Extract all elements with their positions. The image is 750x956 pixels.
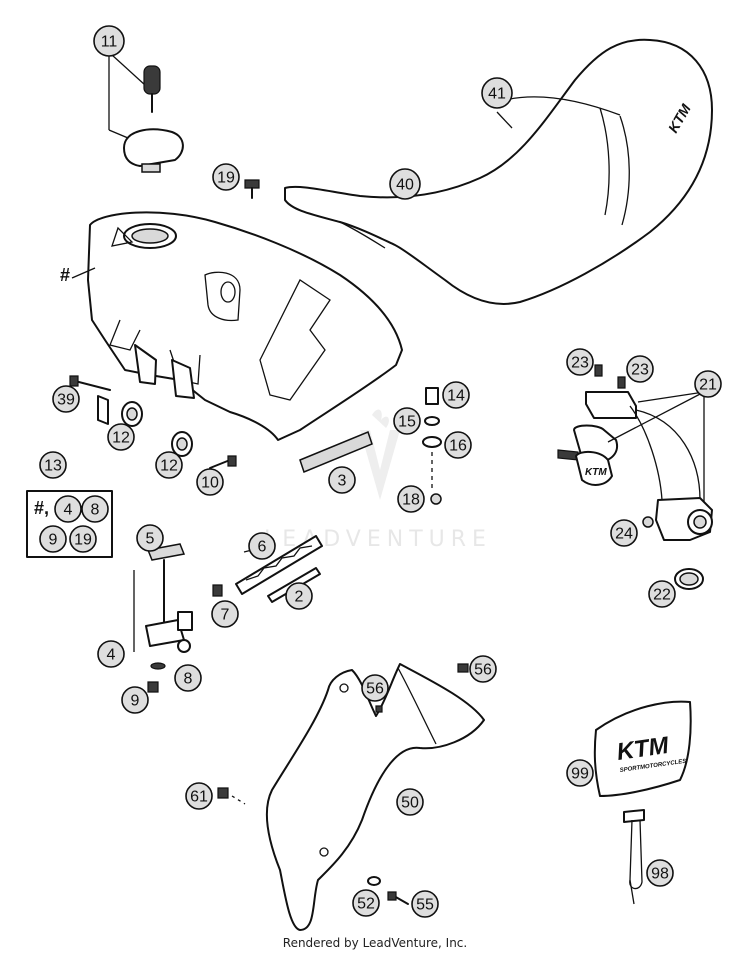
side-cover <box>217 663 485 931</box>
callout-39: 39 <box>52 385 80 413</box>
screw-19-top <box>244 179 260 199</box>
callout-8: 8 <box>174 664 202 692</box>
callout-24: 24 <box>610 519 638 547</box>
callout-label: 11 <box>101 34 118 51</box>
callout-label: 24 <box>615 526 633 543</box>
callout-10: 10 <box>196 468 224 496</box>
callout-13: 13 <box>39 451 67 479</box>
callout-label: 8 <box>184 671 193 688</box>
fuel-tap-assembly <box>133 543 223 693</box>
callout-40: 40 <box>389 168 421 200</box>
callout-7: 7 <box>211 600 239 628</box>
callout-label: 98 <box>651 866 669 883</box>
callout-16: 16 <box>444 431 472 459</box>
callout-label: 3 <box>338 473 347 490</box>
callout-label: 18 <box>402 492 420 509</box>
callout-label: 55 <box>416 897 434 914</box>
callout-12: 12 <box>107 423 135 451</box>
callout-61: 61 <box>185 782 213 810</box>
callout-label: 50 <box>401 795 419 812</box>
tank-mount-hardware <box>69 375 237 469</box>
ignition-lock-assembly: KTM <box>557 364 713 590</box>
fuel-hoses <box>235 535 323 603</box>
ktm-plate: KTM SPORTMOTORCYCLES <box>593 700 692 797</box>
callout-label: 39 <box>57 392 75 409</box>
callout-label: 4 <box>107 647 116 664</box>
callout-3: 3 <box>328 466 356 494</box>
callout-6: 6 <box>248 532 276 560</box>
callout-label: 40 <box>396 177 414 194</box>
rubber-pad-3 <box>299 431 373 473</box>
callout-19: 19 <box>212 163 240 191</box>
callout-label: 23 <box>571 355 589 372</box>
callout-9: 9 <box>39 525 67 553</box>
callout-41: 41 <box>481 77 513 109</box>
screw-washer-stack <box>422 387 442 505</box>
callout-19: 19 <box>69 525 97 553</box>
callout-label: 23 <box>631 362 649 379</box>
callout-label: 4 <box>64 502 73 519</box>
fuel-cap-with-key <box>108 52 184 173</box>
callout-label: 56 <box>474 662 492 679</box>
callout-label: 12 <box>160 458 178 475</box>
callout-23: 23 <box>626 355 654 383</box>
callout-label: 2 <box>295 589 304 606</box>
callout-label: 22 <box>653 587 671 604</box>
callout-52: 52 <box>352 889 380 917</box>
callout-23: 23 <box>566 348 594 376</box>
callout-label: 9 <box>49 532 58 549</box>
callout-5: 5 <box>136 524 164 552</box>
callout-4: 4 <box>54 495 82 523</box>
callout-label: 19 <box>74 532 92 549</box>
callout-21: 21 <box>694 370 722 398</box>
callout-label: 14 <box>447 388 465 405</box>
callout-label: 16 <box>449 438 467 455</box>
callout-15: 15 <box>393 407 421 435</box>
callout-9: 9 <box>121 686 149 714</box>
footer-credit: Rendered by LeadVenture, Inc. <box>282 936 468 950</box>
callout-label: 56 <box>366 681 384 698</box>
callout-8: 8 <box>81 495 109 523</box>
callout-label: 61 <box>190 789 208 806</box>
callout-22: 22 <box>648 580 676 608</box>
callout-18: 18 <box>397 485 425 513</box>
callout-55: 55 <box>411 890 439 918</box>
callout-label: 6 <box>258 539 267 556</box>
callout-50: 50 <box>396 788 424 816</box>
kit-hash-label: #, <box>34 498 49 518</box>
callout-56: 56 <box>361 674 389 702</box>
callout-label: 21 <box>699 377 717 394</box>
seat: KTM <box>284 38 713 305</box>
callout-label: 10 <box>201 475 219 492</box>
key-brand: KTM <box>585 467 607 478</box>
callout-label: 19 <box>217 170 235 187</box>
callout-2: 2 <box>285 582 313 610</box>
callout-label: 5 <box>146 531 155 548</box>
callout-label: 9 <box>131 693 140 710</box>
callout-label: 41 <box>488 86 506 103</box>
callout-4: 4 <box>97 640 125 668</box>
fuel-tank: # <box>60 211 403 441</box>
callout-label: 13 <box>44 458 62 475</box>
callout-12: 12 <box>155 451 183 479</box>
callout-11: 11 <box>93 25 125 57</box>
callout-label: 15 <box>398 414 416 431</box>
callout-label: 52 <box>357 896 375 913</box>
callout-56: 56 <box>469 655 497 683</box>
callout-98: 98 <box>646 859 674 887</box>
tank-strap <box>623 809 645 905</box>
tank-hash-label: # <box>60 265 70 285</box>
callout-14: 14 <box>442 381 470 409</box>
callout-99: 99 <box>566 759 594 787</box>
callout-label: 8 <box>91 502 100 519</box>
callout-label: 7 <box>221 607 230 624</box>
callout-label: 99 <box>571 766 589 783</box>
callout-label: 12 <box>112 430 130 447</box>
